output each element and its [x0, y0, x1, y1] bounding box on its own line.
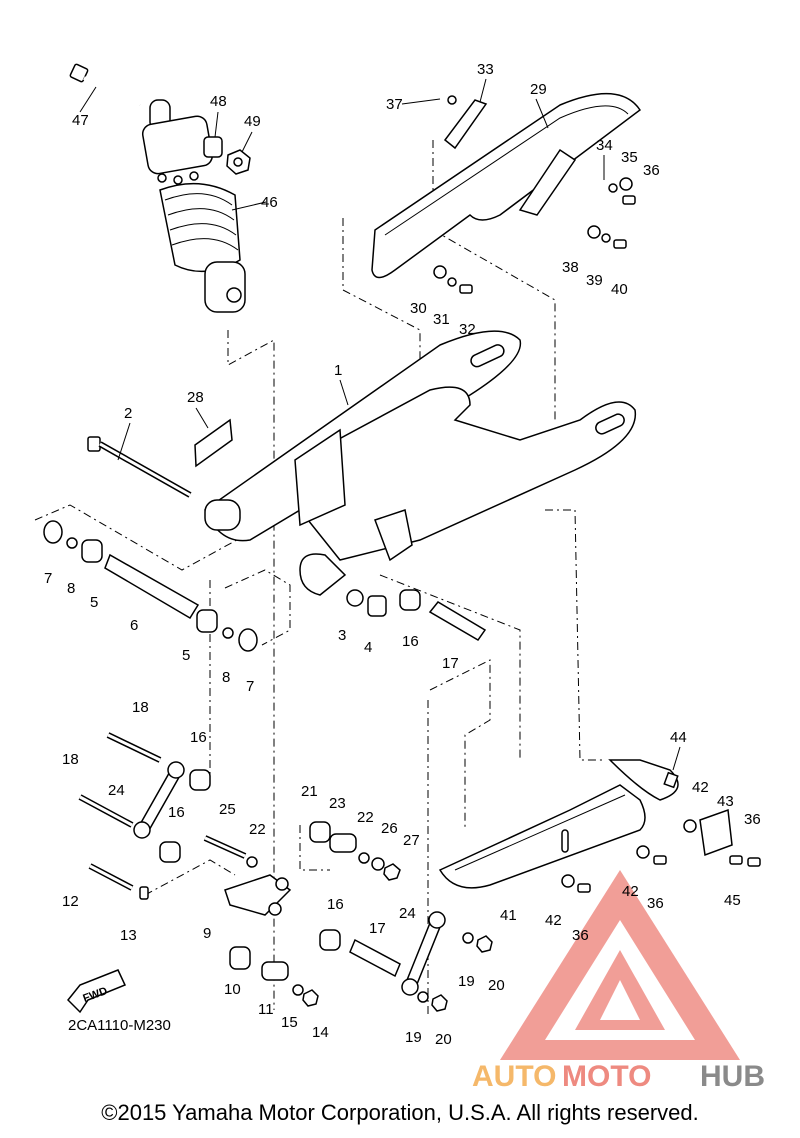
callout-34: 34 — [596, 137, 613, 154]
caution-label — [194, 418, 233, 468]
callout-32: 32 — [459, 321, 476, 338]
callout-3: 3 — [338, 627, 346, 644]
chain-case-fasteners — [561, 771, 761, 893]
connecting-rod-upper — [133, 761, 185, 839]
callout-38: 38 — [562, 259, 579, 276]
watermark-logo — [500, 870, 740, 1060]
rear-shock-absorber — [141, 99, 246, 313]
callout-46: 46 — [261, 194, 278, 211]
callout-17b: 17 — [369, 920, 386, 937]
callout-45: 45 — [724, 892, 741, 909]
callout-19b: 19 — [405, 1029, 422, 1046]
callout-22a: 22 — [357, 809, 374, 826]
chain-guard-bracket — [443, 95, 577, 216]
callout-33: 33 — [477, 61, 494, 78]
callout-36a: 36 — [643, 162, 660, 179]
callout-30: 30 — [410, 300, 427, 317]
copyright-notice: ©2015 Yamaha Motor Corporation, U.S.A. A… — [101, 1100, 699, 1125]
callout-23: 23 — [329, 795, 346, 812]
callout-44: 44 — [670, 729, 687, 746]
callout-8b: 8 — [222, 669, 230, 686]
shock-collar-48 — [203, 136, 223, 158]
callout-42a: 42 — [692, 779, 709, 796]
callout-16b: 16 — [190, 729, 207, 746]
bushings-lower — [139, 769, 493, 1012]
callout-42b: 42 — [622, 883, 639, 900]
diagram-code: 2CA1110-M230 — [68, 1017, 171, 1034]
shock-upper-bolt — [69, 63, 141, 107]
callout-8: 8 — [67, 580, 75, 597]
rear-arm — [204, 330, 637, 596]
relay-arm — [224, 874, 292, 916]
callout-42c: 42 — [545, 912, 562, 929]
callout-24b: 24 — [399, 905, 416, 922]
callout-16d: 16 — [327, 896, 344, 913]
callout-15: 15 — [281, 1014, 298, 1031]
callout-26: 26 — [381, 820, 398, 837]
callout-31: 31 — [433, 311, 450, 328]
callout-49: 49 — [244, 113, 261, 130]
bolts-lower — [78, 732, 247, 891]
callout-18a: 18 — [132, 699, 149, 716]
callout-28: 28 — [187, 389, 204, 406]
callout-47: 47 — [72, 112, 89, 129]
callout-36d: 36 — [572, 927, 589, 944]
callout-36c: 36 — [647, 895, 664, 912]
callout-20b: 20 — [435, 1031, 452, 1048]
connecting-rod-lower — [401, 911, 446, 996]
callout-11: 11 — [258, 1001, 274, 1018]
callout-7: 7 — [44, 570, 52, 587]
callout-43: 43 — [717, 793, 734, 810]
callout-5: 5 — [90, 594, 98, 611]
callout-19a: 19 — [458, 973, 475, 990]
callout-29: 29 — [530, 81, 547, 98]
watermark-text: AUTO MOTO HUB — [472, 1060, 765, 1093]
callout-7b: 7 — [246, 678, 254, 695]
pivot-left-parts — [43, 520, 258, 652]
callout-27: 27 — [403, 832, 420, 849]
callout-17a: 17 — [442, 655, 459, 672]
callout-39: 39 — [586, 272, 603, 289]
callout-12: 12 — [62, 893, 79, 910]
callout-40: 40 — [611, 281, 628, 298]
watermark-moto: MOTO — [562, 1060, 651, 1093]
callout-13: 13 — [120, 927, 137, 944]
callout-18b: 18 — [62, 751, 79, 768]
callout-37: 37 — [386, 96, 403, 113]
guard-fasteners — [433, 177, 636, 294]
callout-10: 10 — [224, 981, 241, 998]
callout-1: 1 — [334, 362, 342, 379]
callout-36b: 36 — [744, 811, 761, 828]
callout-5b: 5 — [182, 647, 190, 664]
callout-14: 14 — [312, 1024, 329, 1041]
link-mount-parts — [346, 589, 487, 641]
callout-35: 35 — [621, 149, 638, 166]
callout-22b: 22 — [249, 821, 266, 838]
callout-2: 2 — [124, 405, 132, 422]
callout-25: 25 — [219, 801, 236, 818]
callout-24a: 24 — [108, 782, 125, 799]
callout-labels: 1 2 3 4 5 5 6 7 7 8 8 9 10 11 12 13 14 1… — [44, 61, 761, 1048]
pivot-shaft — [87, 436, 192, 498]
callout-9: 9 — [203, 925, 211, 942]
shock-nut-49 — [226, 149, 251, 175]
callout-20a: 20 — [488, 977, 505, 994]
callout-16c: 16 — [168, 804, 185, 821]
leader-lines — [79, 78, 681, 771]
callout-6: 6 — [130, 617, 138, 634]
watermark-auto: AUTO — [472, 1060, 556, 1093]
chain-guard — [371, 93, 642, 279]
callout-41: 41 — [500, 907, 517, 924]
callout-21: 21 — [301, 783, 318, 800]
callout-48: 48 — [210, 93, 227, 110]
fwd-arrow-icon: FWD — [66, 969, 127, 1014]
chain-case-lower — [438, 759, 679, 889]
callout-4: 4 — [364, 639, 372, 656]
watermark-hub: HUB — [700, 1060, 765, 1093]
callout-16a: 16 — [402, 633, 419, 650]
